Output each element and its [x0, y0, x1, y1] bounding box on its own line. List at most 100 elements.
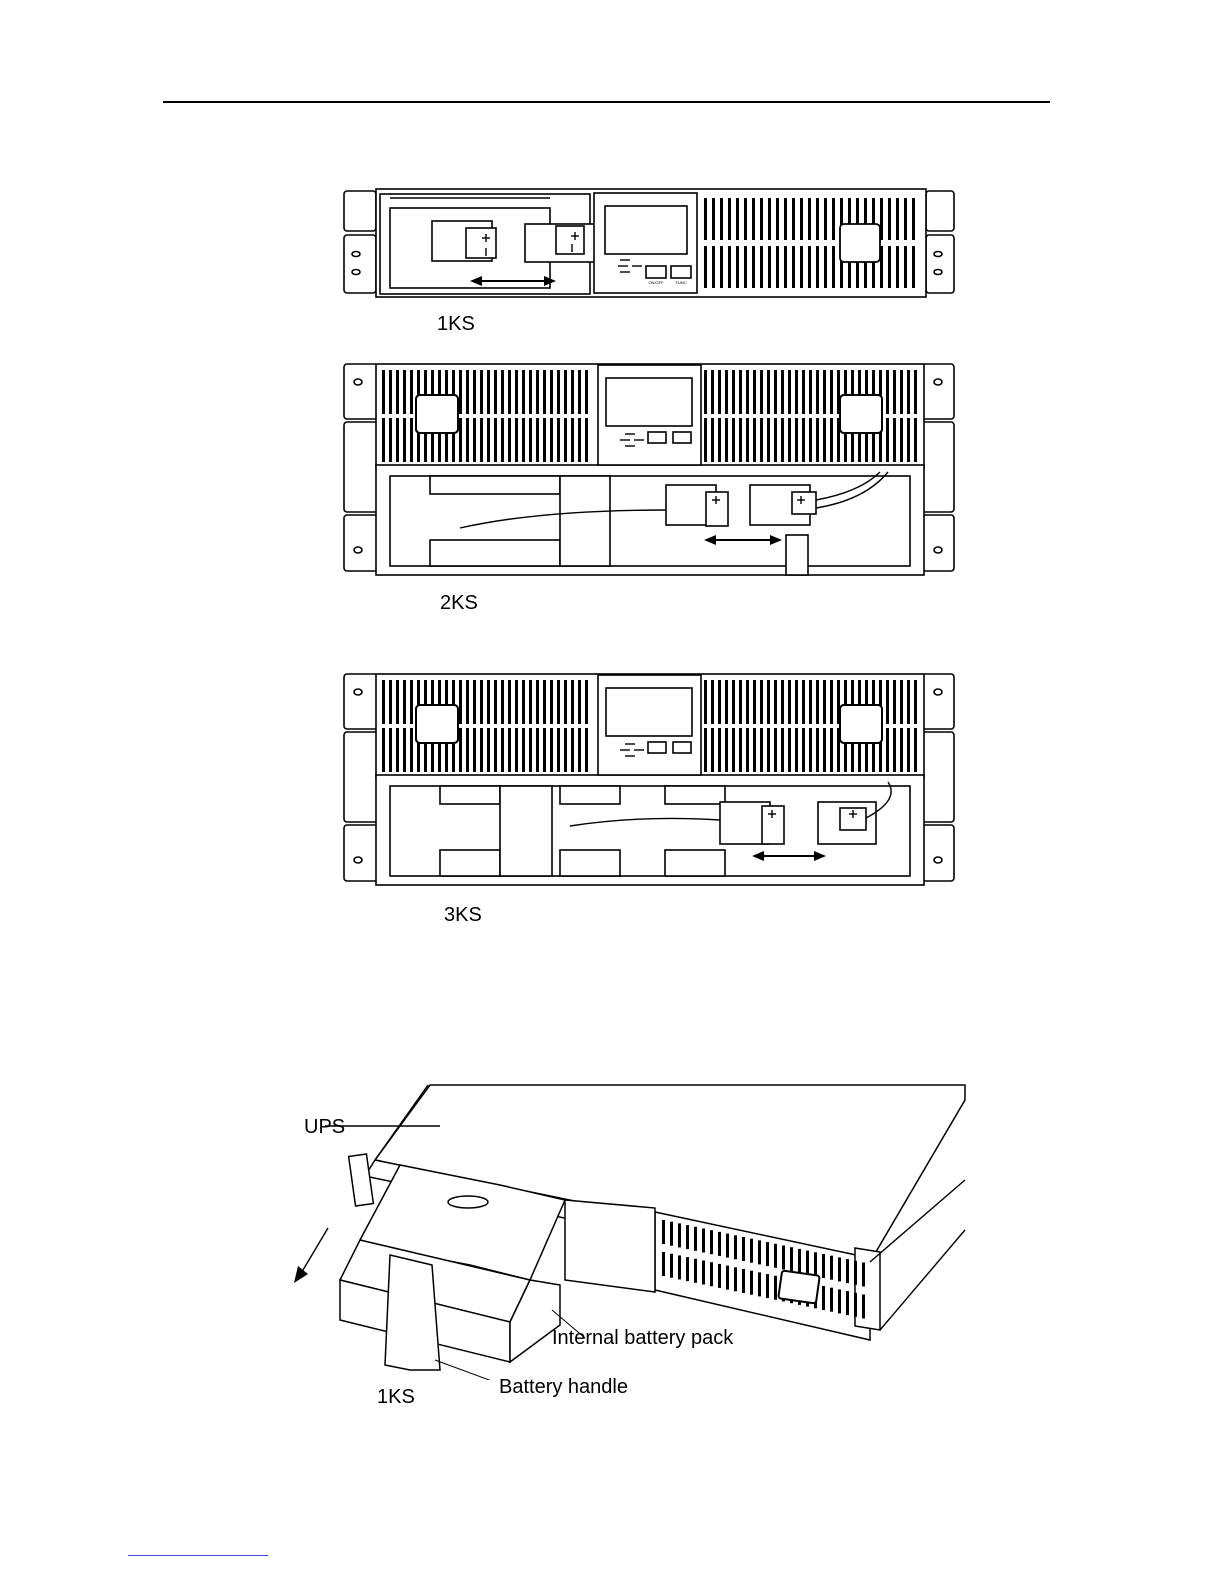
figure-caption-2ks: 2KS [440, 592, 478, 614]
vent-slot [806, 1251, 809, 1275]
vent-slot [800, 246, 803, 288]
vent-slot [718, 728, 721, 772]
vent-slot [822, 1286, 825, 1310]
vent-slot [823, 728, 826, 772]
vent-slot [893, 728, 896, 772]
vent-slot [585, 728, 588, 772]
vent-slot [790, 1247, 793, 1271]
vent-slot [766, 1274, 769, 1298]
vent-slot [487, 728, 490, 772]
vent-slot [694, 1227, 697, 1251]
vent-slot [702, 1261, 705, 1285]
vent-slot [816, 680, 819, 724]
vent-slot [728, 198, 731, 240]
vent-slot [760, 418, 763, 462]
vent-slot [907, 418, 910, 462]
ups-2ks-front-diagram [340, 360, 960, 580]
vent-slot [515, 728, 518, 772]
vent-slot [473, 418, 476, 462]
vent-slot [501, 418, 504, 462]
vent-slot [585, 680, 588, 724]
vent-slot [907, 728, 910, 772]
vent-slot [725, 680, 728, 724]
vent-slot [728, 246, 731, 288]
vent-slot [403, 370, 406, 414]
vent-slot [718, 1264, 721, 1288]
vent-slot [750, 1239, 753, 1263]
vent-slot [802, 418, 805, 462]
vent-slot [816, 370, 819, 414]
vent-slot [529, 370, 532, 414]
vent-slot [736, 246, 739, 288]
vent-slot [900, 370, 903, 414]
vent-slot [508, 680, 511, 724]
vent-slot [543, 370, 546, 414]
vent-slot [760, 246, 763, 288]
vent-slot [832, 246, 835, 288]
vent-slot [823, 418, 826, 462]
vent-slot [746, 680, 749, 724]
vent-slot [473, 680, 476, 724]
vent-slot [854, 1293, 857, 1317]
vent-slot [752, 246, 755, 288]
vent-slot [904, 198, 907, 240]
vent-slot [396, 370, 399, 414]
vent-slot [886, 418, 889, 462]
vent-slot [846, 1291, 849, 1315]
vent-slot [788, 728, 791, 772]
vent-slot [536, 680, 539, 724]
vent-slot [795, 418, 798, 462]
vent-slot [501, 370, 504, 414]
vent-slot [739, 680, 742, 724]
vent-slot [711, 680, 714, 724]
vent-slot [781, 728, 784, 772]
vent-slot [686, 1257, 689, 1281]
vent-slot [744, 198, 747, 240]
vent-slot [742, 1237, 745, 1261]
vent-slot [557, 680, 560, 724]
vent-slot [522, 680, 525, 724]
vent-slot [704, 198, 707, 240]
vent-slot [678, 1255, 681, 1279]
vent-slot [816, 198, 819, 240]
vent-slot [766, 1242, 769, 1266]
vent-slot [830, 370, 833, 414]
vent-slot [466, 680, 469, 724]
vent-slot [838, 1257, 841, 1281]
vent-slot [795, 370, 798, 414]
vent-slot [578, 418, 581, 462]
footer-rule [128, 1555, 268, 1556]
vent-slot [900, 680, 903, 724]
vent-slot [564, 680, 567, 724]
figure-caption-battery-removal: 1KS [377, 1386, 415, 1408]
vent-slot [480, 728, 483, 772]
vent-slot [746, 370, 749, 414]
vent-slot [711, 370, 714, 414]
vent-slot [571, 680, 574, 724]
vent-slot [515, 370, 518, 414]
vent-slot [487, 370, 490, 414]
vent-slot [854, 1261, 857, 1285]
vent-slot [711, 728, 714, 772]
vent-slot [809, 728, 812, 772]
vent-slot [585, 370, 588, 414]
vent-slot [781, 370, 784, 414]
vent-slot [846, 1259, 849, 1283]
vent-slot [686, 1225, 689, 1249]
vent-slot [753, 680, 756, 724]
vent-slot [543, 418, 546, 462]
vent-slot [720, 198, 723, 240]
vent-slot [389, 728, 392, 772]
vent-slot [830, 680, 833, 724]
vent-slot [830, 418, 833, 462]
vent-slot [410, 370, 413, 414]
vent-slot [662, 1252, 665, 1276]
vent-slot [704, 680, 707, 724]
vent-slot [712, 198, 715, 240]
vent-slot [396, 418, 399, 462]
func-button-label: FUNC [675, 280, 686, 285]
vent-slot [501, 728, 504, 772]
vent-slot [726, 1266, 729, 1290]
vent-slot [816, 246, 819, 288]
vent-slot [767, 680, 770, 724]
